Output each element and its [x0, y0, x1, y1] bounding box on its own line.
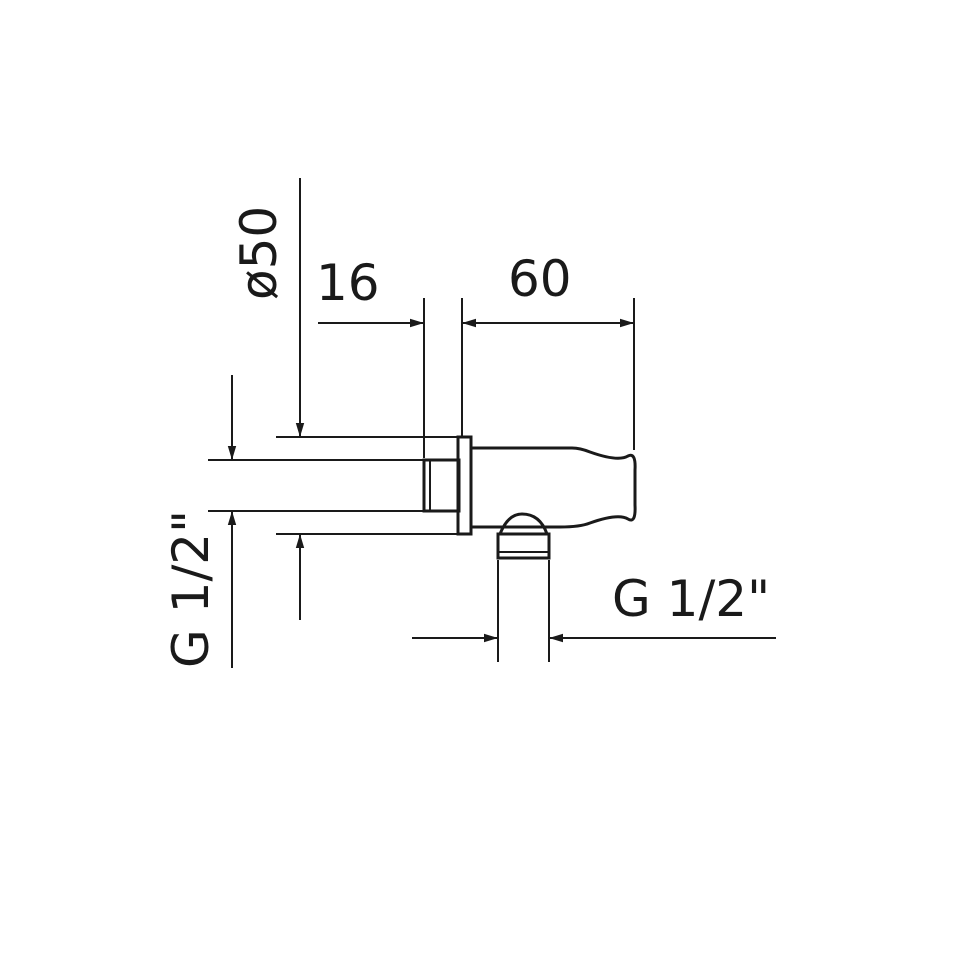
depth-dimension: 16 [316, 254, 500, 328]
length-dimension: 60 [500, 250, 634, 328]
length-label: 60 [508, 250, 572, 308]
inlet-thread-dimension: G 1/2" [162, 375, 237, 668]
wall-connector-outline [422, 435, 637, 560]
outlet-thread-label: G 1/2" [612, 570, 770, 628]
inlet-thread-label: G 1/2" [162, 510, 220, 668]
outlet-thread-dimension: G 1/2" [412, 570, 776, 643]
diameter-dimension: ø50 [230, 178, 305, 620]
holder-body [471, 446, 637, 529]
outlet-dome [498, 512, 549, 535]
outlet-spigot [496, 532, 551, 560]
extension-lines [208, 298, 635, 662]
depth-label: 16 [316, 254, 380, 312]
diameter-label: ø50 [230, 206, 288, 300]
rear-inlet-spigot [422, 458, 461, 513]
